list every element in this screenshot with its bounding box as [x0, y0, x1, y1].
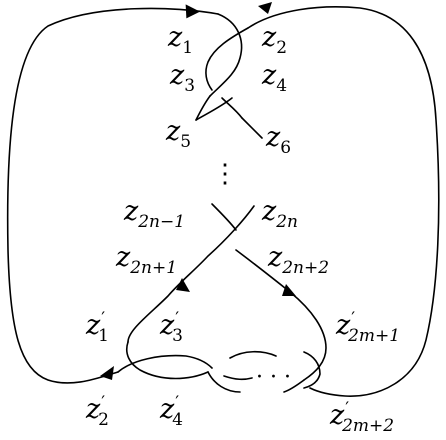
label-z6: z6: [265, 122, 291, 158]
outer-right-strand: [247, 6, 440, 397]
arrowhead-zp2: [100, 366, 114, 380]
label-zp2m2: z′2m+2: [329, 399, 394, 436]
label-z2n: z2n: [261, 196, 298, 232]
twist-strand-b-upper: [205, 27, 249, 91]
label-zp2m1: z′2m+1: [335, 309, 400, 346]
label-z2n-plus-2: z2n+2: [267, 242, 329, 278]
mid-strand-right: [127, 205, 255, 343]
twist-strand-d: [241, 117, 263, 139]
twist-strand-e: [195, 97, 233, 121]
twist-strand-a: [209, 13, 243, 97]
label-zp4: z′4: [159, 393, 183, 430]
bottom-strand-mid: [229, 350, 277, 359]
label-z1: z1: [167, 22, 193, 58]
twist-strand-b-lower: [221, 97, 243, 119]
label-z3: z3: [169, 60, 195, 96]
bottom-strand-under-1: [223, 375, 253, 381]
mid-strand-left: [211, 203, 237, 231]
horizontal-ellipsis: · · ·: [256, 365, 291, 390]
label-z2: z2: [261, 22, 287, 58]
label-z5: z5: [165, 116, 191, 152]
label-z2n-minus-1: z2n−1: [123, 196, 185, 232]
bottom-strand-right-2: [283, 379, 305, 393]
mid-strand-right-lower: [235, 249, 327, 381]
bottom-strand-right: [303, 351, 321, 389]
vertical-ellipsis: ⋮: [212, 159, 238, 189]
label-zp2: z′2: [85, 393, 109, 430]
arrowhead-outer-left: [185, 4, 201, 19]
label-z4: z4: [261, 60, 287, 96]
label-zp1: z′1: [85, 309, 109, 346]
twist-strand-c: [195, 95, 211, 121]
outer-left-strand: [6, 7, 219, 384]
arrowhead-2n2: [282, 284, 296, 296]
bottom-strand-left-loop: [125, 341, 209, 380]
arrowhead-2n1: [176, 278, 190, 292]
label-z2n-plus-1: z2n+1: [115, 242, 177, 278]
label-zp3: z′3: [159, 309, 183, 346]
bottom-strand-over-1: [117, 354, 213, 373]
bottom-strand-over-2: [207, 371, 241, 393]
arrowhead-outer-right: [258, 2, 272, 14]
